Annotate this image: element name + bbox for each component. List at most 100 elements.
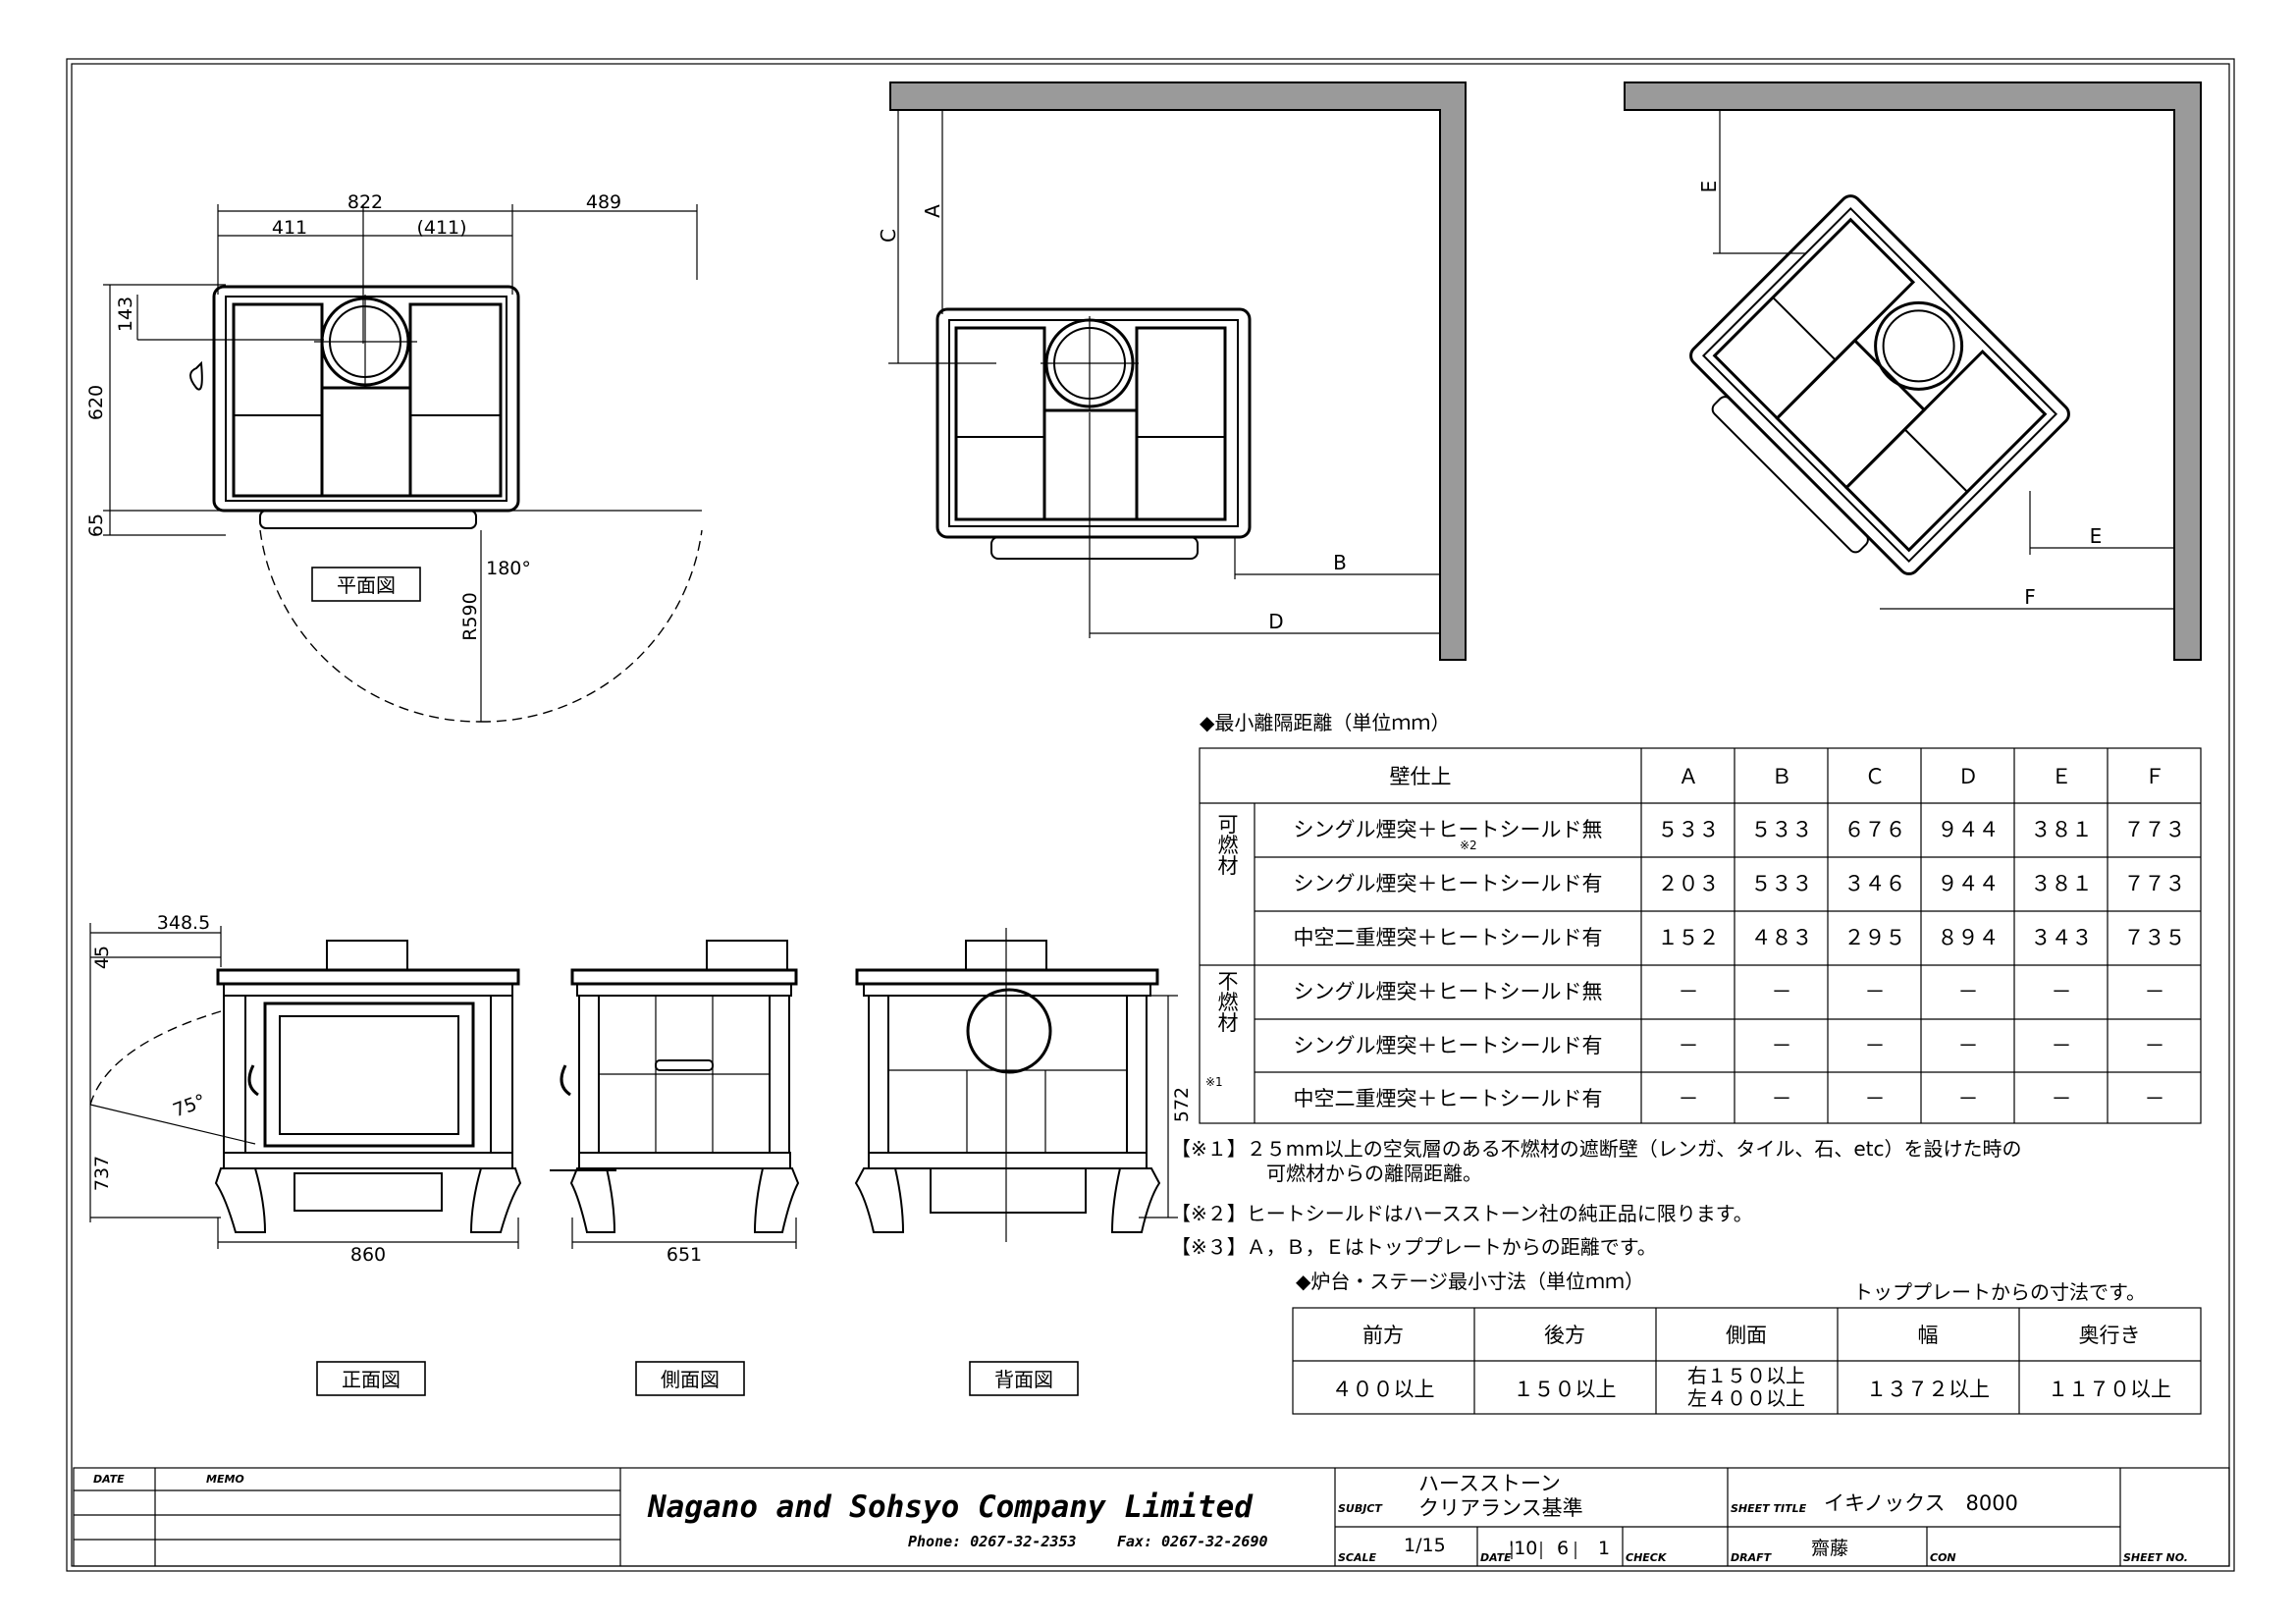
clearance-cell: － [1679, 1034, 1699, 1057]
plan-view: 822 411 (411) 489 143 620 65 R590 180° [85, 191, 703, 723]
clearance-cell: － [2145, 1087, 2165, 1110]
clearance-diagram-corner: E E F [1624, 81, 2202, 661]
clearance-cell: ４８３ [1751, 926, 1813, 949]
hearth-value-back: １５０以上 [1514, 1378, 1617, 1401]
note-1: 【※１】２５mm以上の空気層のある不燃材の遮断壁（レンガ、タイル、石、etc）を… [1171, 1137, 2021, 1161]
clearance-cell: ７７３ [2124, 818, 2186, 841]
group-combustible: 可燃材 [1215, 814, 1239, 876]
dim-door-angle-plan: 180° [486, 558, 531, 579]
date-label: DATE [93, 1473, 125, 1486]
clearance-cell: ５３３ [1751, 872, 1813, 895]
clearance-cell: － [1958, 980, 1979, 1003]
date-day: 1 [1598, 1538, 1610, 1559]
clearance-col-e: Ｅ [2052, 765, 2072, 788]
clearance-col-b: Ｂ [1772, 765, 1792, 788]
dim-left-half: 411 [272, 217, 307, 239]
clearance-row-label: シングル煙突＋ヒートシールド無 [1294, 818, 1603, 841]
dim-front-height: 737 [91, 1156, 113, 1191]
clearance-cell: － [1772, 1087, 1792, 1110]
date-year: '10 [1509, 1538, 1537, 1559]
note-2: 【※２】ヒートシールドはハースストーン社の純正品に限ります。 [1171, 1202, 1753, 1225]
clearance-cell: － [2052, 1087, 2072, 1110]
clearance-col-c: Ｃ [1865, 765, 1886, 788]
scale-value: 1/15 [1404, 1535, 1446, 1556]
clearance-cell: ３４６ [1844, 872, 1906, 895]
clearance-cell: ８９４ [1938, 926, 2000, 949]
company-name: Nagano and Sohsyo Company Limited [647, 1489, 1254, 1525]
hearth-value-side-right: 右１５０以上 [1687, 1364, 1805, 1387]
clearance-table-title: ◆最小離隔距離（単位ｍｍ） [1200, 711, 1450, 734]
dim-back-height: 572 [1171, 1087, 1193, 1122]
sheet-title-label: SHEET TITLE [1731, 1502, 1807, 1515]
clearance-table-header-label: 壁仕上 [1390, 765, 1452, 788]
note-mark-1: ※1 [1205, 1075, 1223, 1089]
clearance-label-e-top: E [1697, 181, 1721, 193]
dim-side-offset: 489 [586, 191, 621, 213]
sheet-title: イキノックス 8000 [1824, 1491, 2018, 1515]
memo-label: MEMO [206, 1473, 244, 1486]
dim-front-top: 45 [91, 946, 113, 969]
date-field-label: DATE [1480, 1551, 1512, 1564]
clearance-cell: － [1772, 1034, 1792, 1057]
side-view-label-box [635, 1361, 745, 1396]
dim-front-lip: 65 [85, 514, 107, 537]
check-label: CHECK [1626, 1551, 1668, 1564]
clearance-row-label: シングル煙突＋ヒートシールド有 [1294, 872, 1603, 895]
subject-label: SUBJCT [1338, 1502, 1383, 1515]
draft-name: 齋藤 [1811, 1538, 1848, 1559]
sheet-no-label: SHEET NO. [2123, 1551, 2188, 1564]
plan-view-label-box [311, 567, 421, 602]
clearance-col-f: Ｆ [2145, 765, 2165, 788]
title-block: DATE MEMO Nagano and Sohsyo Company Limi… [73, 1467, 2230, 1567]
company-phone: Phone: 0267-32-2353 [908, 1533, 1077, 1550]
hearth-table: ◆炉台・ステージ最小寸法（単位ｍｍ） トッププレートからの寸法です。 前方 後方… [1292, 1270, 2202, 1415]
plan-view-label: 平面図 [337, 573, 396, 597]
back-view-label-box [969, 1361, 1079, 1396]
clearance-cell: － [1958, 1034, 1979, 1057]
clearance-cell: － [1772, 980, 1792, 1003]
clearance-cell: ３８１ [2031, 872, 2093, 895]
clearance-label-f: F [2024, 585, 2036, 609]
con-label: CON [1930, 1551, 1956, 1564]
clearance-cell: ７３５ [2124, 926, 2186, 949]
hearth-header-back: 後方 [1544, 1324, 1585, 1347]
clearance-cell: ５３３ [1658, 818, 1720, 841]
clearance-cell: － [2052, 1034, 2072, 1057]
dim-door-angle-front: 75° [170, 1090, 208, 1121]
clearance-label-e: E [2090, 524, 2103, 548]
subject-line-1: ハースストーン [1418, 1472, 1561, 1495]
outer-border [66, 58, 2235, 1572]
hearth-value-depth: １１７０以上 [2048, 1378, 2171, 1401]
back-view-label: 背面図 [994, 1368, 1053, 1391]
clearance-cell: － [2145, 1034, 2165, 1057]
hearth-header-front: 前方 [1362, 1324, 1404, 1347]
clearance-row-label: 中空二重煙突＋ヒートシールド有 [1294, 926, 1603, 949]
clearance-cell: ３４３ [2031, 926, 2093, 949]
clearance-cell: １５２ [1658, 926, 1720, 949]
dim-door-radius: R590 [459, 592, 481, 640]
front-view: 348.5 45 737 75° 860 [89, 912, 522, 1266]
date-month: 6 [1557, 1538, 1569, 1559]
hearth-table-subtitle: トッププレートからの寸法です。 [1853, 1280, 2146, 1304]
back-view: 572 [854, 928, 1193, 1242]
clearance-cell: ２０３ [1658, 872, 1720, 895]
dim-front-width: 860 [350, 1244, 386, 1266]
dim-total-width: 822 [347, 191, 383, 213]
clearance-col-a: Ａ [1679, 765, 1699, 788]
dim-front-flue-offset: 348.5 [157, 912, 210, 934]
dim-right-half: (411) [416, 217, 466, 239]
clearance-cell: ６７６ [1844, 818, 1906, 841]
side-view-label: 側面図 [661, 1368, 720, 1391]
hearth-value-side-left: 左４００以上 [1687, 1386, 1805, 1410]
clearance-cell: ９４４ [1938, 818, 2000, 841]
hearth-header-width: 幅 [1918, 1324, 1939, 1347]
clearance-cell: － [2145, 980, 2165, 1003]
clearance-cell: － [1865, 1087, 1886, 1110]
clearance-cell: － [1679, 1087, 1699, 1110]
note-mark-2: ※2 [1460, 839, 1477, 852]
hearth-header-depth: 奥行き [2079, 1324, 2141, 1347]
clearance-cell: － [1865, 980, 1886, 1003]
clearance-row-label: シングル煙突＋ヒートシールド無 [1294, 980, 1603, 1003]
dim-depth: 620 [85, 385, 107, 420]
